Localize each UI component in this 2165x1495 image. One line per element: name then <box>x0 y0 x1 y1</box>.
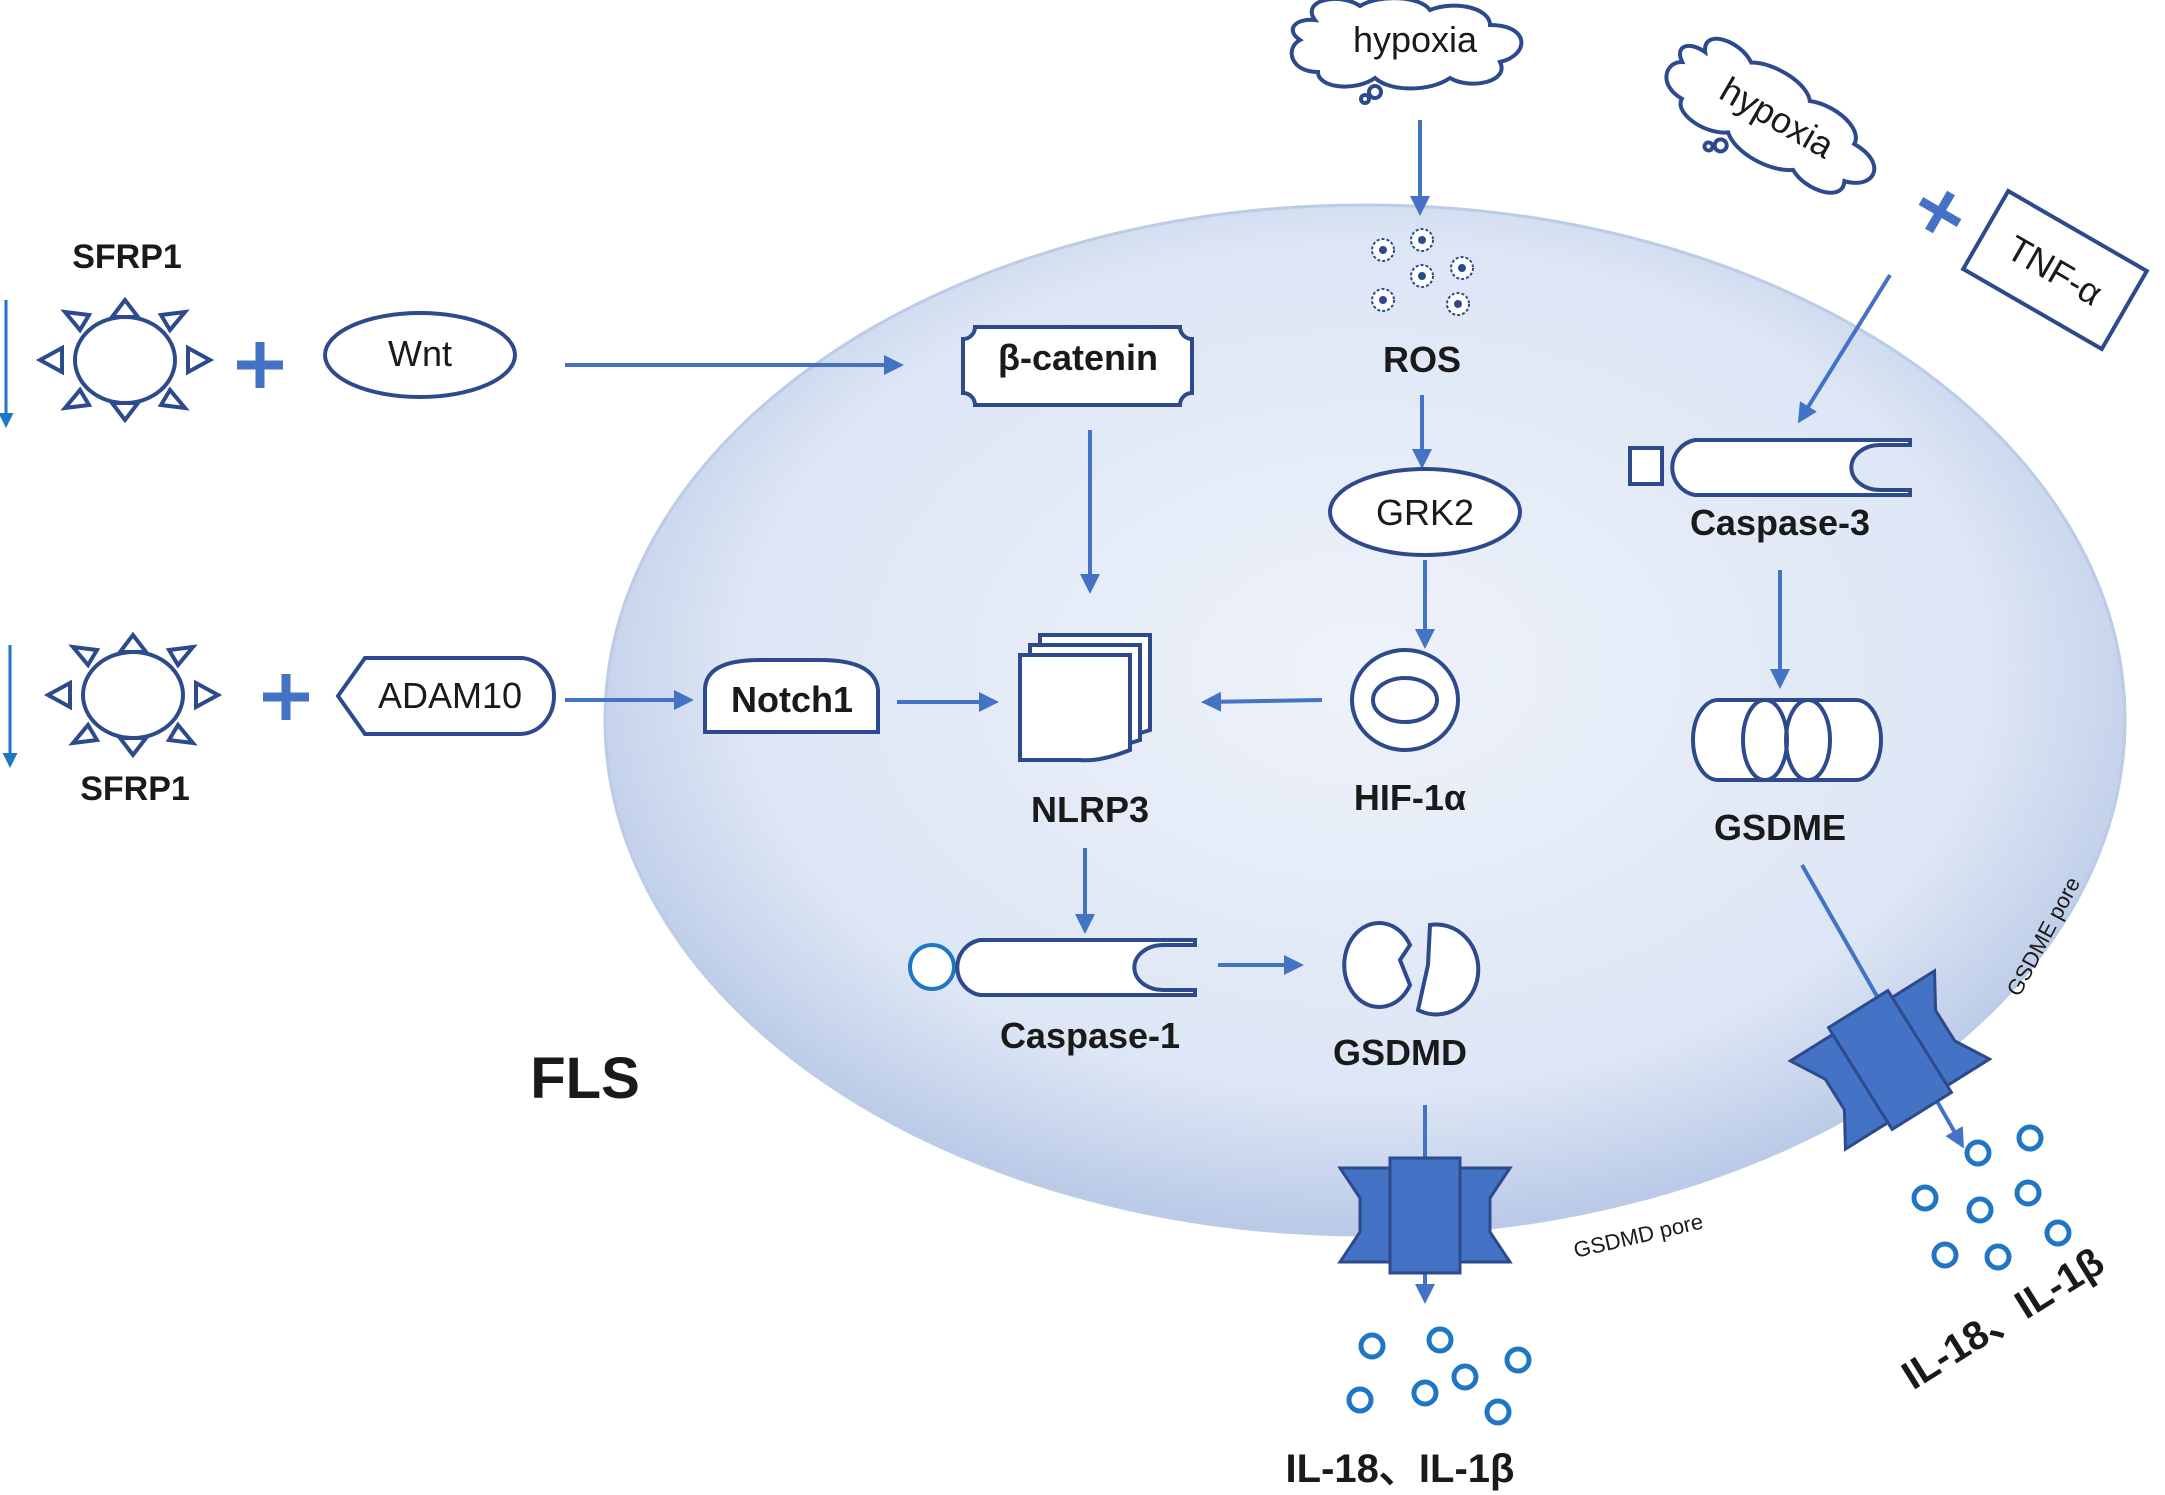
wnt-label: Wnt <box>388 333 452 374</box>
fls-label: FLS <box>530 1046 640 1111</box>
gsdmd-node <box>1342 921 1481 1017</box>
grk2-label: GRK2 <box>1376 492 1474 533</box>
plus-sign-top <box>237 342 283 388</box>
adam10-label: ADAM10 <box>378 675 522 716</box>
gsdmd-pore-icon <box>1337 1156 1513 1275</box>
sfrp1-top-icon <box>35 296 215 424</box>
plus-sign-bottom <box>263 674 309 720</box>
caspase3-node <box>1628 438 1912 497</box>
il-bottom-label: IL-18、IL-1β <box>1286 1447 1515 1491</box>
gsdme-label: GSDME <box>1714 807 1846 848</box>
wnt-node <box>323 311 517 399</box>
gsdme-pore-icon <box>1787 968 1993 1152</box>
adam10-node <box>335 656 556 736</box>
caspase3-label: Caspase-3 <box>1690 502 1870 543</box>
sfrp1-bottom-icon <box>43 631 223 759</box>
ros-label: ROS <box>1383 339 1461 380</box>
gsdmd-pore-label: GSDMD pore <box>1571 1209 1705 1263</box>
ros-icon <box>1371 228 1474 316</box>
beta-catenin-label: β-catenin <box>998 337 1158 378</box>
gsdmd-label: GSDMD <box>1333 1032 1467 1073</box>
beta-catenin-node <box>961 325 1194 407</box>
hif1a-label: HIF-1α <box>1354 777 1466 818</box>
hypoxia-top-label: hypoxia <box>1353 19 1478 60</box>
notch1-label: Notch1 <box>731 679 853 720</box>
caspase1-node <box>908 938 1197 997</box>
tnf-alpha-node: TNF-α <box>1960 188 2150 352</box>
nlrp3-node <box>1018 633 1152 763</box>
nlrp3-label: NLRP3 <box>1031 789 1149 830</box>
gsdme-node <box>1691 698 1883 782</box>
plus-sign-right <box>1918 190 1962 234</box>
arrow-tnf-caspase3 <box>1797 273 1892 424</box>
arrow-hif1a-nlrp3 <box>1201 691 1323 712</box>
cytokines-right <box>1911 1124 2072 1271</box>
sfrp1-bottom-label: SFRP1 <box>80 770 190 808</box>
hypoxia-right-cloud: hypoxia <box>1664 36 1877 195</box>
hif1a-node <box>1350 648 1460 752</box>
sfrp1-top-label: SFRP1 <box>72 238 182 276</box>
hypoxia-top-cloud <box>1289 0 1524 105</box>
notch1-node <box>703 658 880 734</box>
grk2-node <box>1328 467 1522 557</box>
caspase1-label: Caspase-1 <box>1000 1015 1180 1056</box>
cytokines-bottom <box>1346 1326 1532 1426</box>
